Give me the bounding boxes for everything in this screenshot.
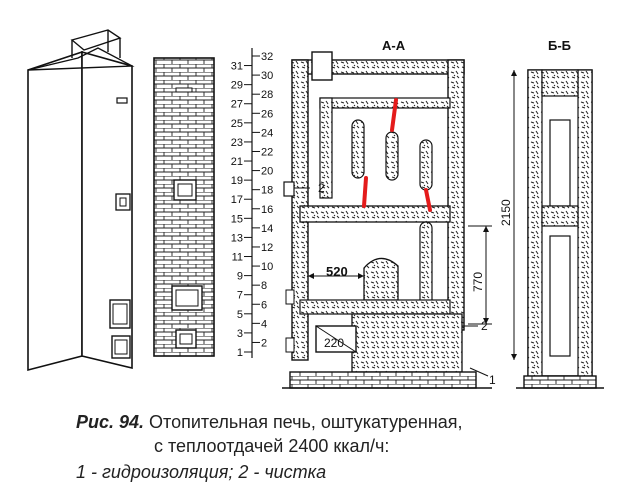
figure-label: Рис. 94.: [76, 412, 145, 432]
row-number: 11: [232, 252, 243, 264]
row-number: 15: [231, 213, 243, 225]
section-bb-label: Б-Б: [548, 38, 571, 53]
callout-waterproofing: 1: [489, 373, 496, 387]
front-elevation: [153, 57, 215, 357]
row-number: 19: [231, 175, 243, 187]
row-number: 14: [261, 223, 273, 235]
row-number: 7: [237, 290, 243, 302]
row-number: 9: [237, 271, 243, 283]
caption-legend: 1 - гидроизоляция; 2 - чистка: [76, 462, 327, 482]
row-number: 27: [231, 99, 243, 111]
dimension-220: 220: [324, 336, 344, 350]
row-number: 10: [261, 261, 273, 273]
row-number: 4: [261, 318, 267, 330]
row-number: 16: [261, 204, 273, 216]
row-number: 26: [261, 108, 273, 120]
row-number: 24: [261, 127, 273, 139]
row-number: 5: [237, 309, 243, 321]
row-number: 12: [261, 242, 273, 254]
row-number: 28: [261, 89, 273, 101]
callout-cleanout-right: 2: [481, 319, 488, 333]
row-number: 31: [231, 61, 243, 73]
row-number: 29: [231, 80, 243, 92]
caption-line-1: Рис. 94. Отопительная печь, оштукатуренн…: [76, 412, 632, 433]
row-number: 8: [261, 280, 267, 292]
row-number: 32: [261, 51, 273, 63]
stove-drawing: 1234567891011121314151617181920212223242…: [27, 29, 604, 389]
dimension-520: 520: [326, 264, 348, 279]
row-number-scale: 1234567891011121314151617181920212223242…: [231, 48, 273, 359]
section-bb: [511, 69, 604, 389]
row-number: 21: [231, 156, 243, 168]
caption-title: Отопительная печь, оштукатуренная,: [144, 412, 463, 432]
section-aa-label: А-А: [382, 38, 406, 53]
row-number: 17: [231, 194, 243, 206]
row-number: 13: [231, 232, 243, 244]
row-number: 25: [231, 118, 243, 130]
row-number: 2: [261, 337, 267, 349]
dimension-2150: 2150: [499, 199, 513, 226]
row-number: 20: [261, 166, 273, 178]
row-number: 1: [237, 347, 243, 359]
caption-line-2: с теплоотдачей 2400 ккал/ч:: [154, 436, 390, 456]
row-number: 23: [231, 137, 243, 149]
row-number: 22: [261, 146, 273, 158]
row-number: 30: [261, 70, 273, 82]
callout-cleanout-left: 2: [318, 181, 325, 195]
dimension-770: 770: [471, 272, 485, 292]
section-aa: [282, 51, 492, 389]
row-number: 18: [261, 185, 273, 197]
row-number: 6: [261, 299, 267, 311]
row-number: 3: [237, 328, 243, 340]
perspective-view: [27, 29, 135, 372]
